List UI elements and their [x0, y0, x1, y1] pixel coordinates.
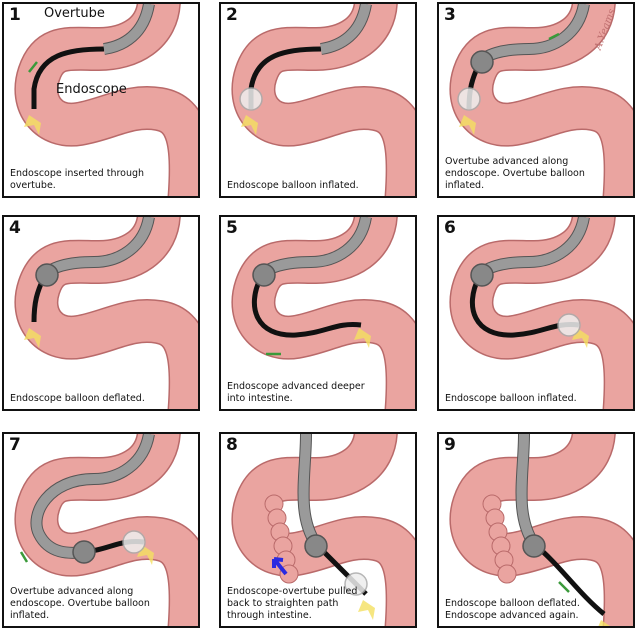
overtube: [103, 4, 154, 54]
illustration-group: [14, 434, 198, 626]
scope-light-icon: [24, 328, 41, 348]
intestine-illustration: [14, 434, 198, 626]
intestine-illustration: [449, 217, 633, 409]
step-caption: Endoscope balloon inflated.: [227, 180, 359, 191]
illustration-group: [449, 217, 633, 409]
overtube-balloon: [304, 534, 328, 558]
intestine: [232, 434, 415, 626]
endoscope-balloon: [457, 87, 481, 111]
step-number: 3: [444, 5, 456, 25]
intestine: [232, 4, 415, 196]
pleated-intestine: [497, 564, 517, 584]
overtube-balloon: [35, 263, 59, 287]
green-arrow-icon: [19, 551, 29, 563]
illustration-group: [449, 4, 633, 196]
endoscope-balloon: [344, 572, 368, 596]
green-arrow-icon: [548, 32, 560, 41]
overtube: [516, 434, 539, 547]
intestine: [15, 217, 198, 409]
scope-light-icon: [354, 328, 371, 348]
step-caption: Overtube advanced along endoscope. Overt…: [445, 156, 585, 191]
scope-light-icon: [598, 620, 610, 626]
step-caption: Endoscope inserted through overtube.: [10, 168, 145, 191]
endoscope: [248, 46, 322, 109]
endoscope-balloon: [239, 87, 263, 111]
endoscope: [31, 46, 105, 109]
overtube-balloon: [470, 263, 494, 287]
step-number: 7: [9, 435, 21, 455]
step-caption: Endoscope balloon inflated.: [445, 393, 577, 404]
intestine-illustration: [231, 434, 415, 626]
overtube-balloon: [522, 534, 546, 558]
step-number: 4: [9, 218, 21, 238]
endoscope: [251, 275, 362, 338]
endoscope-balloon: [557, 313, 581, 337]
intestine-illustration: [231, 4, 415, 196]
step-number: 1: [9, 5, 21, 25]
blue-arrow-icon: [272, 557, 288, 576]
overtube-balloon: [470, 50, 494, 74]
overtube: [298, 434, 321, 547]
illustration-group: [449, 434, 633, 626]
step-number: 2: [226, 5, 238, 25]
intestine: [450, 217, 633, 409]
illustration-group: [231, 217, 415, 409]
illustration-group: [14, 4, 198, 196]
scope-light-icon: [241, 115, 258, 135]
intestine-illustration: [449, 434, 633, 626]
endoscope-label: Endoscope: [56, 82, 127, 97]
endoscope-balloon: [122, 530, 146, 554]
intestine-illustration: [231, 217, 415, 409]
overtube: [320, 4, 371, 54]
intestine-illustration: [14, 217, 198, 409]
overtube: [31, 434, 154, 558]
illustration-group: [231, 4, 415, 196]
step-number: 9: [444, 435, 456, 455]
scope-light-icon: [24, 115, 41, 135]
step-caption: Endoscope balloon deflated.: [10, 393, 145, 404]
step-caption: Endoscope advanced deeper into intestine…: [227, 381, 365, 404]
scope-light-icon: [358, 600, 375, 620]
overtube-balloon: [252, 263, 276, 287]
intestine-illustration: [449, 4, 633, 196]
step-number: 5: [226, 218, 238, 238]
step-caption: Endoscope-overtube pulled back to straig…: [227, 586, 358, 621]
overtube-label: Overtube: [44, 6, 105, 21]
intestine: [450, 434, 633, 626]
step-number: 8: [226, 435, 238, 455]
step-number: 6: [444, 218, 456, 238]
intestine-illustration: [14, 4, 198, 196]
green-arrow-icon: [28, 61, 38, 73]
green-arrow-icon: [558, 581, 570, 593]
illustration-group: [231, 434, 415, 626]
scope-light-icon: [459, 115, 476, 135]
step-caption: Endoscope balloon deflated. Endoscope ad…: [445, 598, 580, 621]
step-caption: Overtube advanced along endoscope. Overt…: [10, 586, 150, 621]
overtube-balloon: [72, 540, 96, 564]
illustration-group: [14, 217, 198, 409]
